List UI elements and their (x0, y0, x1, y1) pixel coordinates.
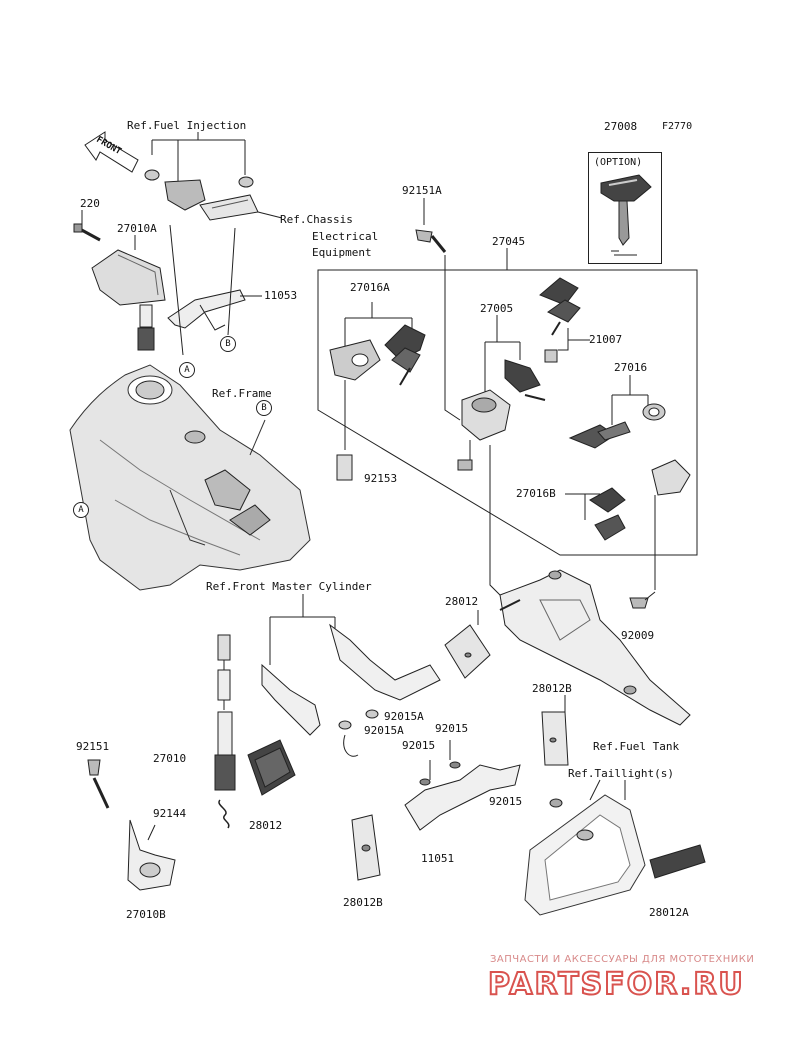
pad-28012-bottom (247, 739, 296, 796)
bolt-92151 (87, 759, 110, 809)
part-label-27005[interactable]: 27005 (480, 302, 514, 315)
part-label-28012B-bottom[interactable]: 28012B (343, 896, 383, 909)
part-label-92015A-1[interactable]: 92015A (384, 710, 424, 723)
frame-bracket (499, 569, 691, 726)
ref-chassis-label-line2[interactable]: Electrical (312, 230, 379, 243)
taillight-plate (524, 779, 706, 916)
bracket-11053 (167, 224, 262, 356)
part-label-28012-bottom[interactable]: 28012 (249, 819, 283, 832)
part-label-27010A[interactable]: 27010A (117, 222, 157, 235)
switch-27010 (214, 634, 236, 829)
part-label-92015A-2[interactable]: 92015A (364, 724, 404, 737)
part-label-27008[interactable]: 27008 (604, 120, 638, 133)
part-label-92151A[interactable]: 92151A (402, 184, 442, 197)
part-label-27016A[interactable]: 27016A (350, 281, 390, 294)
bolt-220 (73, 210, 101, 242)
option-label: (OPTION) (594, 157, 643, 168)
watermark-logo: PARTSFOR.RU (488, 966, 745, 1000)
part-label-92015-a[interactable]: 92015 (435, 722, 469, 735)
pad-28012-top (444, 610, 491, 679)
ref-fuel-tank-label[interactable]: Ref.Fuel Tank (593, 740, 680, 753)
lock-set-27016A (329, 302, 426, 481)
part-label-11053[interactable]: 11053 (264, 289, 298, 302)
bracket-11051 (404, 740, 521, 831)
lock-set-27016 (568, 375, 666, 449)
ref-frame-label[interactable]: Ref.Frame (212, 387, 272, 400)
part-label-27016B[interactable]: 27016B (516, 487, 556, 500)
part-label-92015-c[interactable]: 92015 (489, 795, 523, 808)
part-label-92153[interactable]: 92153 (364, 472, 398, 485)
part-label-27045[interactable]: 27045 (492, 235, 526, 248)
lock-set-27016B (565, 459, 691, 590)
part-label-92144[interactable]: 92144 (153, 807, 187, 820)
ignition-switch-27005 (457, 315, 546, 601)
reference-circle-b-upper[interactable]: B (220, 336, 236, 352)
svg-text:PARTSFOR.RU: PARTSFOR.RU (488, 967, 745, 1000)
front-master-cylinder-brackets (261, 594, 441, 757)
frame-illustration (69, 364, 311, 591)
option-key-box: (OPTION) (588, 152, 662, 264)
fuel-injection-bracket-group (144, 132, 259, 221)
part-label-92009[interactable]: 92009 (621, 629, 655, 642)
part-label-27010[interactable]: 27010 (153, 752, 187, 765)
watermark-caption: ЗАПЧАСТИ И АКСЕССУАРЫ ДЛЯ МОТОТЕХНИКИ (490, 954, 755, 965)
figure-code: F2770 (662, 121, 693, 132)
reference-circle-b-lower[interactable]: B (256, 400, 272, 416)
part-label-92015-b[interactable]: 92015 (402, 739, 436, 752)
pad-28012B-bottom (351, 814, 381, 881)
part-label-21007[interactable]: 21007 (589, 333, 623, 346)
part-label-92151[interactable]: 92151 (76, 740, 110, 753)
front-arrow-icon (84, 131, 139, 173)
ref-taillight-label[interactable]: Ref.Taillight(s) (568, 767, 674, 780)
part-label-28012A[interactable]: 28012A (649, 906, 689, 919)
sensor-27010B (127, 819, 176, 891)
reference-circle-a-upper[interactable]: A (179, 362, 195, 378)
keys-21007 (539, 277, 590, 363)
pad-28012B-top (541, 695, 569, 766)
part-label-220[interactable]: 220 (80, 197, 100, 210)
reference-circle-a-lower[interactable]: A (73, 502, 89, 518)
optional-key-icon (600, 174, 652, 256)
part-label-27010B[interactable]: 27010B (126, 908, 166, 921)
key-set-box-27045 (317, 248, 698, 556)
ref-fuel-injection-label[interactable]: Ref.Fuel Injection (127, 119, 247, 132)
sensor-27010A (91, 235, 166, 351)
part-label-11051[interactable]: 11051 (421, 852, 455, 865)
bolt-92151A (415, 198, 461, 421)
ref-front-master-cylinder-label[interactable]: Ref.Front Master Cylinder (206, 580, 372, 593)
part-label-28012B-top[interactable]: 28012B (532, 682, 572, 695)
bolt-92009 (629, 591, 656, 609)
ref-chassis-label-line3[interactable]: Equipment (312, 246, 372, 259)
ref-chassis-label-line1[interactable]: Ref.Chassis (280, 213, 353, 226)
part-label-27016[interactable]: 27016 (614, 361, 648, 374)
part-label-28012-top[interactable]: 28012 (445, 595, 479, 608)
